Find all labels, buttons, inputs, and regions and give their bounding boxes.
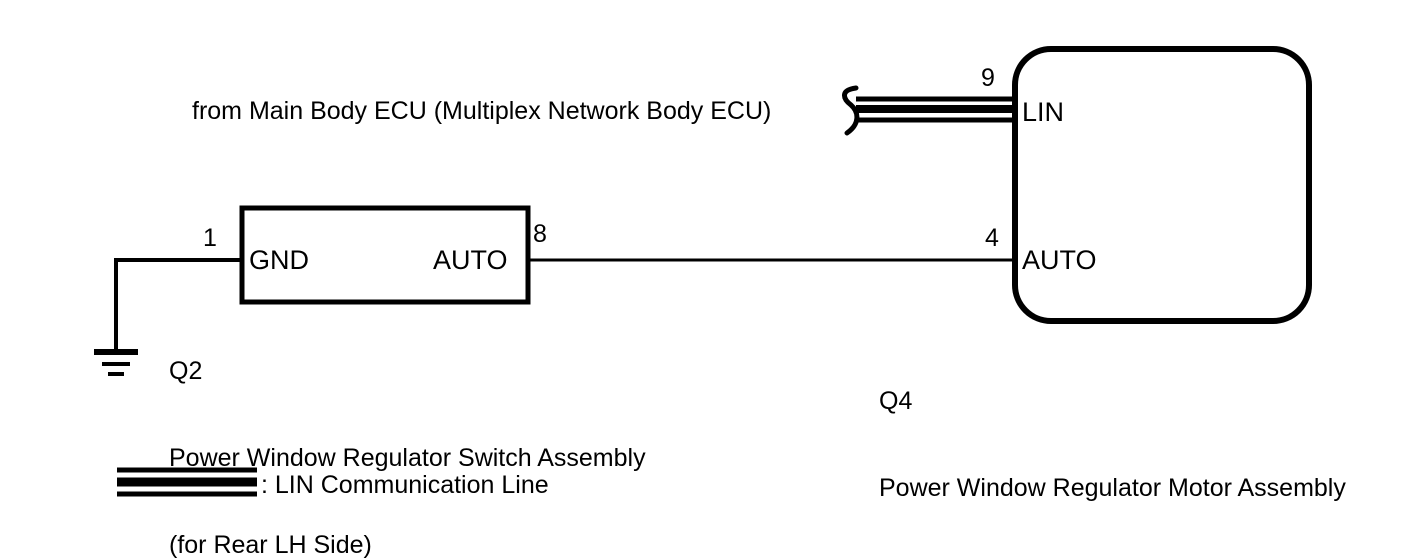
motor-assembly-caption: Q4 Power Window Regulator Motor Assembly… [879, 329, 1346, 558]
terminal-label-auto-switch: AUTO [433, 245, 508, 275]
pin-number-4: 4 [985, 224, 999, 252]
terminal-label-auto-motor: AUTO [1022, 245, 1097, 275]
pin-number-1: 1 [203, 224, 217, 252]
switch-assembly-name: Power Window Regulator Switch Assembly [169, 444, 646, 472]
ground-symbol-icon [94, 349, 138, 376]
switch-assembly-box [239, 205, 531, 305]
motor-assembly-box [1012, 46, 1312, 324]
switch-assembly-code: Q2 [169, 357, 203, 385]
pin-number-8: 8 [533, 220, 547, 248]
terminal-label-lin: LIN [1022, 97, 1065, 127]
motor-assembly-name: Power Window Regulator Motor Assembly [879, 474, 1346, 502]
ground-wire [114, 258, 240, 351]
terminal-label-gnd: GND [249, 245, 309, 275]
legend-label: : LIN Communication Line [261, 471, 549, 499]
pin-number-9: 9 [981, 64, 995, 92]
switch-assembly-qualifier: (for Rear LH Side) [169, 531, 372, 558]
switch-assembly-caption: Q2 Power Window Regulator Switch Assembl… [169, 299, 646, 558]
motor-assembly-code: Q4 [879, 387, 913, 415]
wire-break-squiggle-icon [842, 85, 860, 136]
lin-communication-wire [856, 96, 1015, 123]
source-ecu-label: from Main Body ECU (Multiplex Network Bo… [192, 97, 772, 125]
legend-lin-symbol-icon [117, 467, 257, 497]
